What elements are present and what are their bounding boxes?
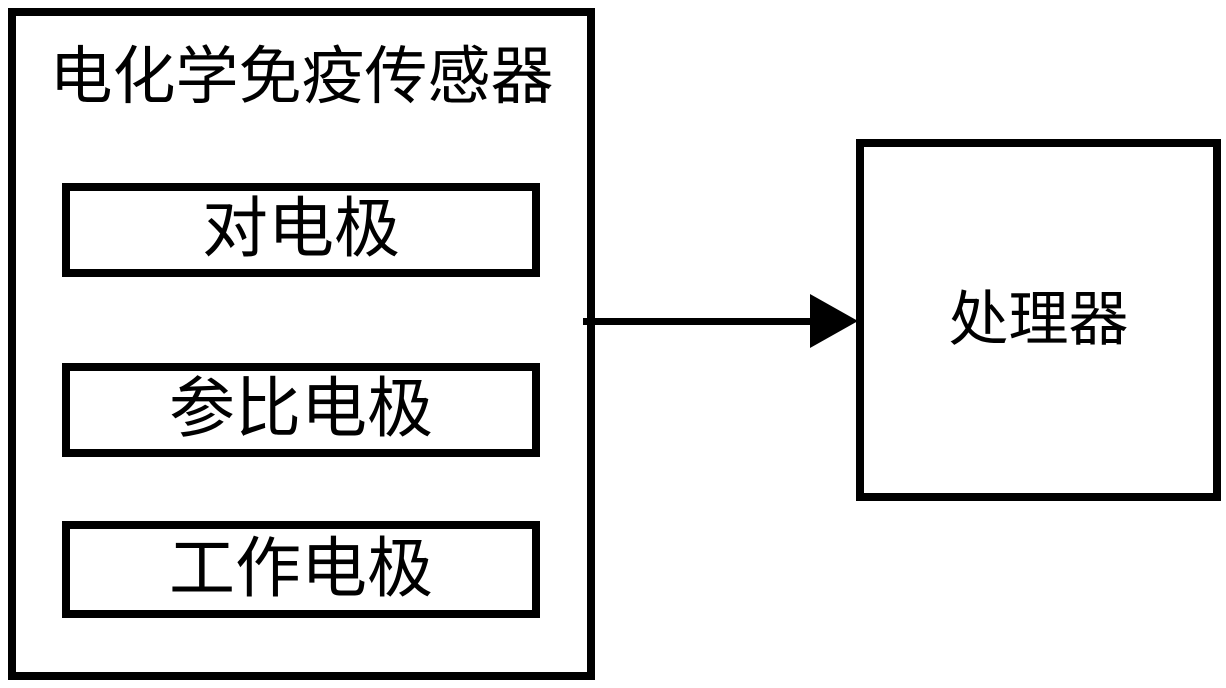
electrode-box-working: 工作电极	[62, 521, 540, 618]
connector-arrow-head-icon	[810, 294, 858, 348]
processor-box: 处理器	[856, 139, 1221, 501]
connector-arrow-line	[583, 318, 811, 325]
electrode-reference-label: 参比电极	[169, 373, 433, 446]
electrode-working-label: 工作电极	[169, 532, 433, 606]
electrode-box-counter: 对电极	[62, 183, 540, 277]
electrode-counter-label: 对电极	[202, 193, 400, 266]
processor-label: 处理器	[948, 287, 1129, 353]
sensor-box-title: 电化学免疫传感器	[49, 42, 554, 112]
electrode-box-reference: 参比电极	[62, 363, 540, 457]
sensor-box: 电化学免疫传感器 对电极 参比电极 工作电极	[8, 8, 595, 680]
